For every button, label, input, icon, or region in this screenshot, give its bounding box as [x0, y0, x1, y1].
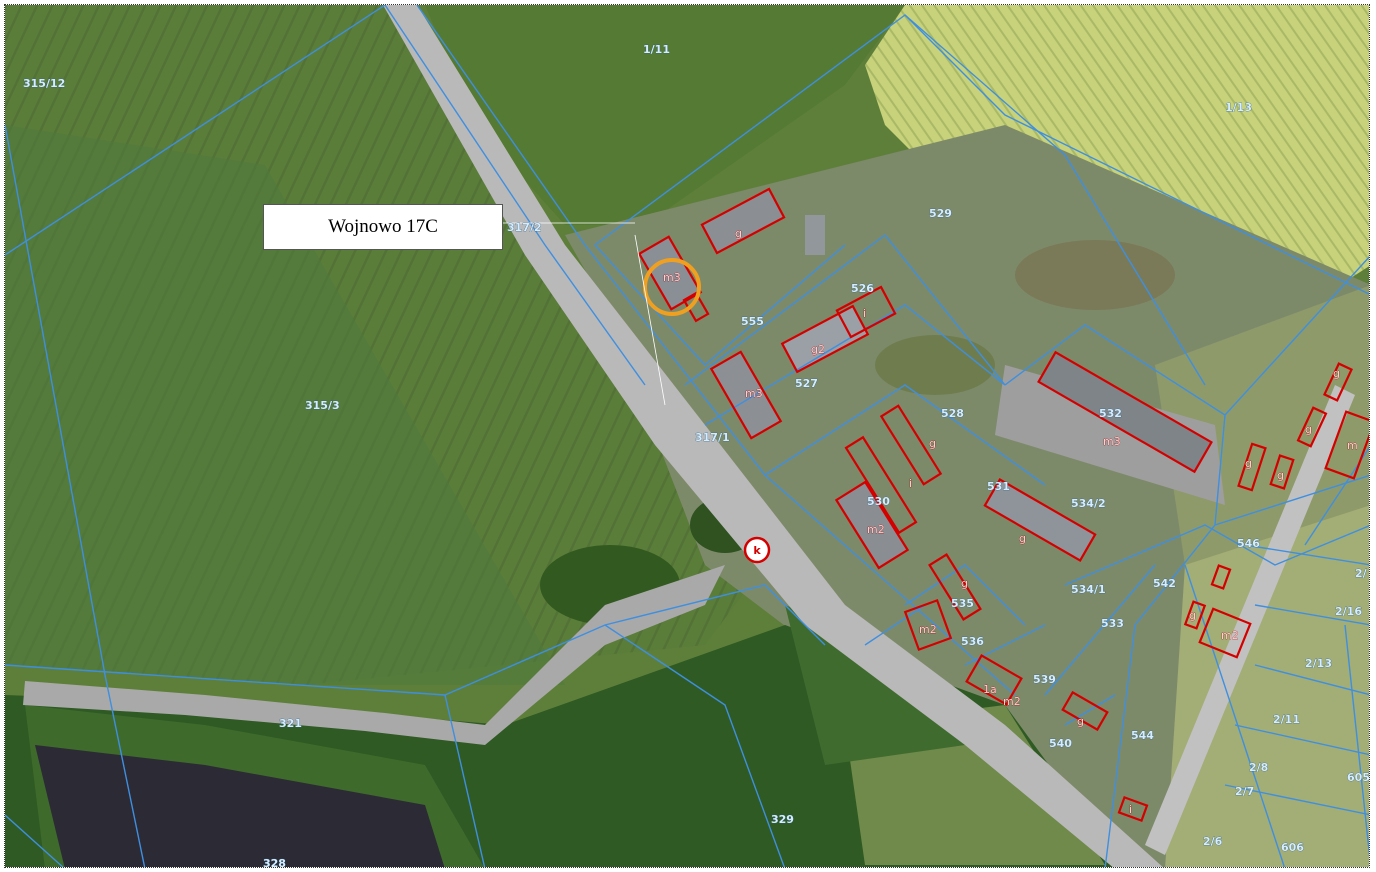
parcel-label: 317/1: [695, 431, 730, 444]
parcel-label: 534/1: [1071, 583, 1106, 596]
parcel-label: 2/6: [1203, 835, 1223, 848]
building-4: [780, 304, 870, 374]
building-17: [1296, 406, 1328, 448]
building-outlines: [637, 187, 1369, 823]
parcel-label: 317/2: [507, 221, 542, 234]
location-highlight-circle: [643, 258, 701, 316]
building-label: g: [1245, 457, 1252, 470]
address-callout-box: Wojnowo 17C: [263, 204, 503, 250]
parcel-label: 527: [795, 377, 818, 390]
callout-leader-lines: [499, 222, 666, 406]
parcel-label: 329: [771, 813, 794, 826]
building-label: 1a: [983, 683, 997, 696]
building-label: g: [1189, 609, 1196, 622]
parcel-label: 606: [1281, 841, 1304, 854]
building-3: [835, 285, 897, 339]
k-marker: k: [743, 536, 771, 564]
building-label: m2: [1221, 629, 1239, 642]
building-label: g: [1277, 469, 1284, 482]
parcel-label: 539: [1033, 673, 1056, 686]
building-label: m2: [867, 523, 885, 536]
svg-text:k: k: [753, 544, 761, 557]
parcel-label: 328: [263, 857, 286, 868]
roofs-layer: [639, 189, 1212, 568]
building-7: [844, 435, 918, 535]
parcel-label: 531: [987, 480, 1010, 493]
building-label: g: [1305, 423, 1312, 436]
building-label: g: [735, 227, 742, 240]
building-label: m3: [745, 387, 763, 400]
parcel-label: 315/3: [305, 399, 340, 412]
parcel-label: 2/: [1355, 567, 1368, 580]
building-label: i: [863, 307, 866, 320]
building-label: g: [1019, 532, 1026, 545]
parcel-labels: 315/12 1/11 1/13 317/2 529 555 526 527 5…: [23, 43, 1370, 868]
building-20: [1198, 607, 1252, 659]
parcel-label: 1/13: [1225, 101, 1252, 114]
parcel-label: 528: [941, 407, 964, 420]
parcel-label: 529: [929, 207, 952, 220]
building-9: [983, 478, 1097, 562]
building-23: [1117, 795, 1149, 823]
building-14: [1061, 690, 1109, 732]
parcel-label: 2/7: [1235, 785, 1254, 798]
parcel-boundaries: [5, 5, 1369, 867]
building-24: [682, 291, 710, 323]
building-label: m2: [1003, 695, 1021, 708]
building-2: [700, 187, 786, 255]
terrain-layer: [5, 5, 1369, 867]
parcel-label: 2/16: [1335, 605, 1362, 618]
building-22: [1210, 564, 1232, 590]
parcel-label: 2/8: [1249, 761, 1268, 774]
building-18: [1323, 362, 1353, 402]
building-label: g: [929, 437, 936, 450]
map-frame[interactable]: k 315/12 1/11 1/13 317/2 529 555 526 527…: [4, 4, 1370, 868]
building-10: [834, 480, 910, 570]
building-8: [1037, 350, 1213, 474]
building-label: g: [1333, 367, 1340, 380]
parcel-label: 526: [851, 282, 874, 295]
parcel-label: 532: [1099, 407, 1122, 420]
roads-layer: [23, 5, 1355, 867]
orthophoto-cadastral-map[interactable]: k 315/12 1/11 1/13 317/2 529 555 526 527…: [5, 5, 1370, 868]
parcel-label: 555: [741, 315, 764, 328]
building-5: [709, 350, 783, 440]
parcel-label: 315/12: [23, 77, 65, 90]
building-15: [1237, 442, 1267, 492]
building-label: m3: [663, 271, 681, 284]
parcel-label: 535: [951, 597, 974, 610]
building-11: [928, 553, 982, 621]
building-labels: m3 g i g2 m3 g i m3 g g g m2 g g g m2 m2…: [663, 227, 1358, 817]
parcel-label: 542: [1153, 577, 1176, 590]
parcel-label: 544: [1131, 729, 1154, 742]
parcel-label: 321: [279, 717, 302, 730]
parcel-label: 534/2: [1071, 497, 1106, 510]
building-12: [903, 598, 953, 652]
building-label: m: [1347, 439, 1358, 452]
parcel-label: 530: [867, 495, 890, 508]
building-label: g: [961, 577, 968, 590]
building-label: m3: [1103, 435, 1121, 448]
parcel-label: 2/13: [1305, 657, 1332, 670]
building-16: [1269, 454, 1295, 490]
building-label: i: [1129, 803, 1132, 816]
parcel-label: 540: [1049, 737, 1072, 750]
building-label: g2: [811, 343, 825, 356]
building-label: m2: [919, 623, 937, 636]
building-19: [1324, 410, 1369, 480]
building-6: [879, 404, 943, 486]
parcel-label: 536: [961, 635, 984, 648]
parcel-label: 533: [1101, 617, 1124, 630]
building-label: g: [1077, 715, 1084, 728]
parcel-label: 546: [1237, 537, 1260, 550]
building-21: [1183, 600, 1207, 630]
parcel-label: 605: [1347, 771, 1370, 784]
building-13: [965, 654, 1023, 706]
parcel-label: 1/11: [643, 43, 670, 56]
building-label: i: [909, 477, 912, 490]
parcel-label: 2/11: [1273, 713, 1300, 726]
